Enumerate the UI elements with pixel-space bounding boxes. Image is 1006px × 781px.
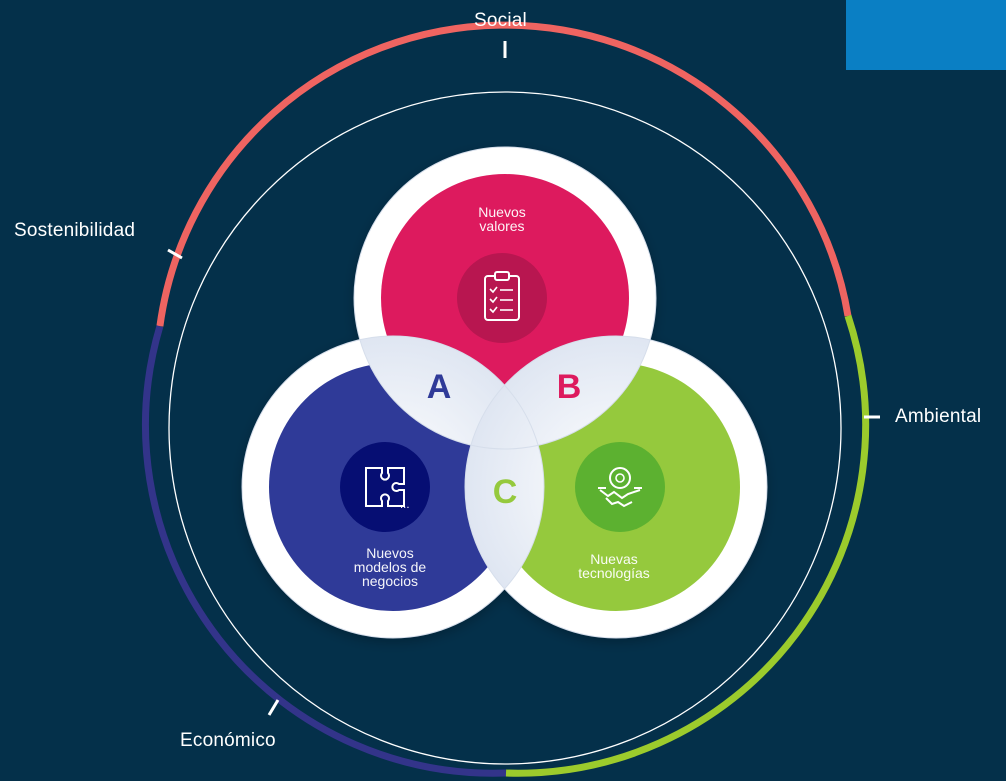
models-label: Nuevos modelos de negocios [320, 546, 460, 588]
ring-social-arc [156, 21, 852, 327]
label-economic: Económico [180, 730, 276, 751]
overlap-a [354, 336, 544, 449]
label-environmental: Ambiental [895, 406, 982, 427]
intersection-c-letter: C [492, 473, 518, 511]
tech-label-line1: Nuevas [590, 551, 638, 567]
overlap-b [465, 336, 656, 449]
ring-environmental-arc [505, 314, 870, 777]
tick-sustainability [167, 248, 183, 260]
models-label-line1: Nuevos [366, 545, 414, 561]
puzzle-icon: ... [340, 442, 430, 532]
label-sustainability: Sostenibilidad [14, 220, 136, 241]
label-social: Social [474, 10, 527, 31]
tech-label-line2: tecnologías [578, 565, 650, 581]
clipboard-checklist-icon [457, 253, 547, 343]
intersection-a-letter: A [426, 368, 452, 406]
values-label: Nuevos valores [432, 205, 572, 233]
values-label-line1: Nuevos [478, 204, 526, 220]
intersection-b-letter: B [556, 368, 582, 406]
tech-label: Nuevas tecnologías [544, 552, 684, 580]
svg-text:...: ... [400, 500, 410, 511]
values-label-line2: valores [479, 218, 525, 234]
inner-thin-ring [168, 91, 842, 765]
models-label-line2: modelos de [353, 559, 427, 575]
models-label-line3: negocios [361, 573, 419, 589]
corner-tab [846, 0, 1006, 70]
gear-handshake-icon [575, 442, 665, 532]
tick-economic [267, 699, 280, 716]
ring-economic-arc [142, 325, 507, 777]
